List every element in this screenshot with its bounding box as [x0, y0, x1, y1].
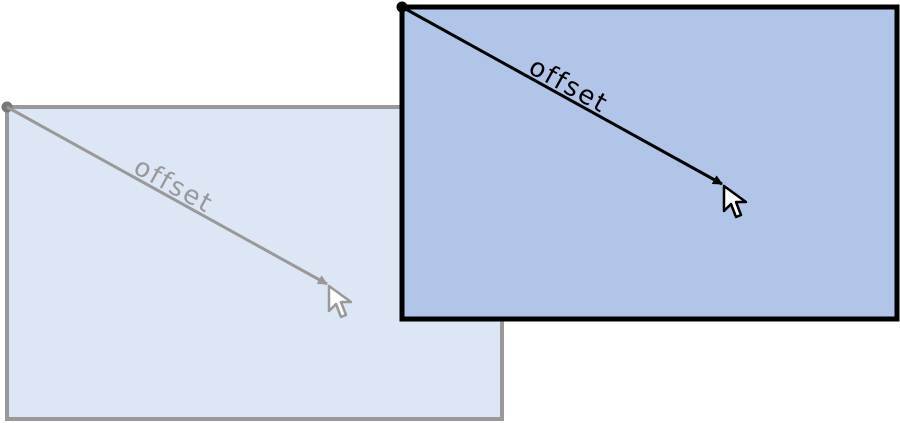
active-offset-arrow [401, 5, 723, 186]
active-window-group: offset [396, 1, 900, 322]
mouse-pointer-icon [327, 284, 353, 319]
mouse-pointer-icon [722, 184, 748, 219]
active-window[interactable] [399, 4, 900, 322]
ghost-offset-arrow [6, 105, 328, 286]
